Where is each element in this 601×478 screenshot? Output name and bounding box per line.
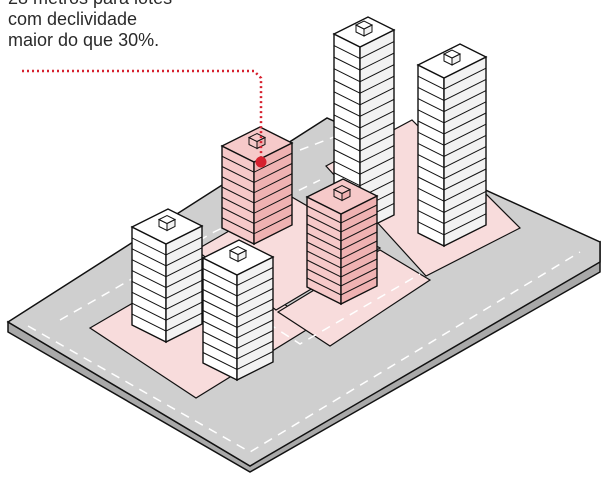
floor-line	[202, 340, 274, 360]
floor-line	[202, 319, 274, 339]
floor-line	[417, 78, 487, 101]
floor-line	[333, 41, 395, 60]
building-right-face	[443, 55, 487, 248]
floor-line	[202, 277, 274, 297]
terrain-slab	[6, 117, 601, 473]
floor-line	[131, 279, 203, 300]
rooftop-box-top	[247, 132, 267, 143]
floor-line	[306, 267, 378, 287]
callout	[22, 69, 267, 168]
floor-line	[333, 87, 395, 106]
rooftop-box-top	[332, 184, 352, 195]
floor-line	[131, 301, 203, 321]
floor-line	[131, 312, 203, 332]
floor-line	[417, 134, 487, 157]
floor-line	[131, 290, 203, 310]
floor-line	[417, 146, 487, 169]
floor-line	[417, 168, 487, 191]
floor-line	[131, 247, 203, 267]
floor-line	[202, 298, 274, 318]
caption-line-2: com declividade	[8, 9, 138, 29]
floor-line	[221, 183, 293, 204]
floor-line	[417, 90, 487, 113]
rooftop-box-top	[442, 49, 462, 59]
floor-line	[221, 152, 293, 173]
floor-line	[333, 156, 395, 175]
floor-line	[306, 204, 378, 224]
floor-line	[202, 309, 274, 329]
rooftop-box-top	[228, 245, 248, 256]
floor-line	[417, 157, 487, 180]
floor-line	[221, 163, 293, 184]
building-right-face	[165, 224, 203, 344]
rooftop-box-top	[354, 20, 374, 30]
building-left-face	[417, 63, 445, 248]
marking-front	[27, 251, 581, 453]
floor-line	[417, 112, 487, 135]
floor-line	[333, 98, 395, 117]
floor-line	[333, 75, 395, 94]
floor-line	[417, 123, 487, 146]
tower-back-tall	[332, 16, 396, 234]
floor-line	[333, 110, 395, 129]
floor-line	[417, 202, 487, 225]
floor-line	[417, 179, 487, 202]
floor-line	[417, 213, 487, 236]
floor-line	[306, 213, 378, 233]
floor-line	[333, 168, 395, 187]
floor-line	[306, 276, 378, 296]
floor-line	[333, 145, 395, 164]
floor-line	[221, 193, 293, 214]
tower-center-pink	[305, 178, 379, 306]
floor-line	[202, 288, 274, 308]
caption-line-3: maior do que 30%.	[8, 30, 160, 50]
tower-front-left	[130, 208, 204, 344]
floor-line	[221, 173, 293, 194]
floor-line	[131, 258, 203, 278]
floor-line	[417, 101, 487, 124]
floor-line	[417, 190, 487, 213]
floor-line	[306, 249, 378, 269]
tower-back-right	[416, 43, 488, 248]
floor-line	[306, 231, 378, 251]
callout-leader-line	[22, 69, 263, 160]
rooftop-box-top	[157, 214, 177, 225]
floor-line	[333, 52, 395, 71]
floor-line	[221, 204, 293, 225]
tower-front-center	[201, 239, 275, 382]
floor-line	[306, 222, 378, 242]
floor-line	[221, 214, 293, 235]
floor-line	[333, 133, 395, 152]
tower-highlighted	[220, 126, 294, 246]
caption-line-1: 28 metros para lotes	[8, 0, 308, 9]
floor-line	[417, 67, 487, 90]
floor-line	[131, 269, 203, 289]
callout-dot-icon	[255, 156, 267, 168]
floor-line	[333, 122, 395, 141]
buildings	[130, 16, 488, 382]
floor-line	[306, 240, 378, 260]
floor-line	[202, 351, 274, 371]
floor-line	[333, 64, 395, 83]
floor-line	[131, 236, 203, 256]
floor-line	[306, 258, 378, 278]
floor-line	[202, 330, 274, 350]
floor-line	[202, 267, 274, 287]
